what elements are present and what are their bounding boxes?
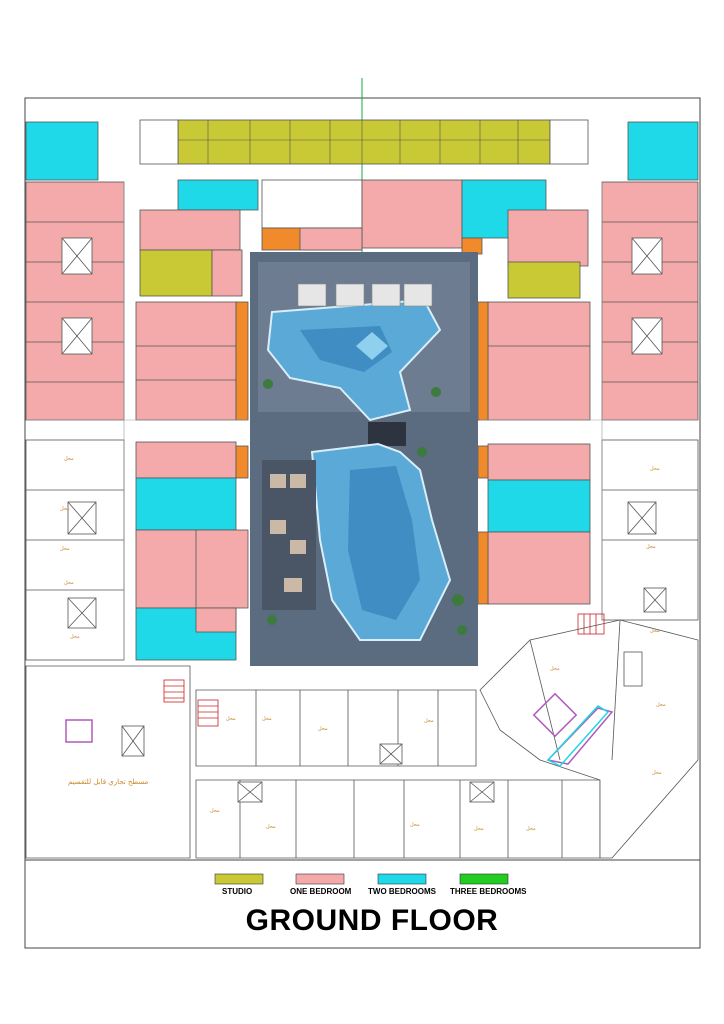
shop-label: محل [64,456,74,462]
shop-label: محل [550,666,560,672]
upper-inner-units [139,179,589,299]
legend-swatch-three-bedrooms [459,873,509,885]
legend-swatch-two-bedrooms [377,873,427,885]
shop-label: محل [526,826,536,832]
legend-swatch-studio [214,873,264,885]
shop-label: محل [650,466,660,472]
pool-courtyard [250,252,478,666]
shop-label: محل [60,546,70,552]
shop-label: محل [650,628,660,634]
shop-label: محل [474,826,484,832]
shop-label: محل [424,718,434,724]
east-one-bedroom-block [601,181,699,421]
west-one-bedroom-block [25,181,125,421]
shop-label: محل [64,580,74,586]
shop-label: محل [226,716,236,722]
shop-label: محل [318,726,328,732]
east-lower-units [601,439,699,621]
legend-label-studio: STUDIO [222,887,252,896]
legend-swatch-one-bedroom [295,873,345,885]
commercial-zone [25,619,699,859]
west-lower-units [25,439,125,661]
shop-label: محل [262,716,272,722]
west-inner-units [135,301,249,661]
shop-label: محل [210,808,220,814]
cyan-skylight [546,705,610,767]
legend-item-two-bedrooms: TWO BEDROOMS [368,873,437,896]
shop-label: محل [70,634,80,640]
shop-label: محل [60,506,70,512]
legend-item-studio: STUDIO [214,873,264,896]
stairs [163,613,605,727]
corridor-lines [26,182,698,660]
magenta-outlines [65,692,614,765]
shop-label: محل [656,702,666,708]
skylight-boxes [121,651,643,803]
shop-label: محل [266,824,276,830]
legend-label-one-bedroom: ONE BEDROOM [290,887,352,896]
legend: STUDIO ONE BEDROOM TWO BEDROOMS THREE BE… [214,873,527,896]
legend-item-three-bedrooms: THREE BEDROOMS [450,873,527,896]
top-studio-strip [139,119,589,165]
unit-two-bedroom-nw [25,121,99,181]
legend-label-three-bedrooms: THREE BEDROOMS [450,887,527,896]
commercial-area-label: مسطح تجاري قابل للتقسيم [68,778,148,786]
shop-label: محل [652,770,662,776]
legend-label-two-bedrooms: TWO BEDROOMS [368,887,437,896]
shop-label: محل [646,544,656,550]
unit-two-bedroom-ne [627,121,699,181]
east-inner-units [477,301,591,605]
page-title: GROUND FLOOR [246,904,499,937]
shop-labels: محل محل محل محل محل محل محل محل محل محل … [60,456,666,832]
legend-item-one-bedroom: ONE BEDROOM [290,873,352,896]
shop-label: محل [410,822,420,828]
